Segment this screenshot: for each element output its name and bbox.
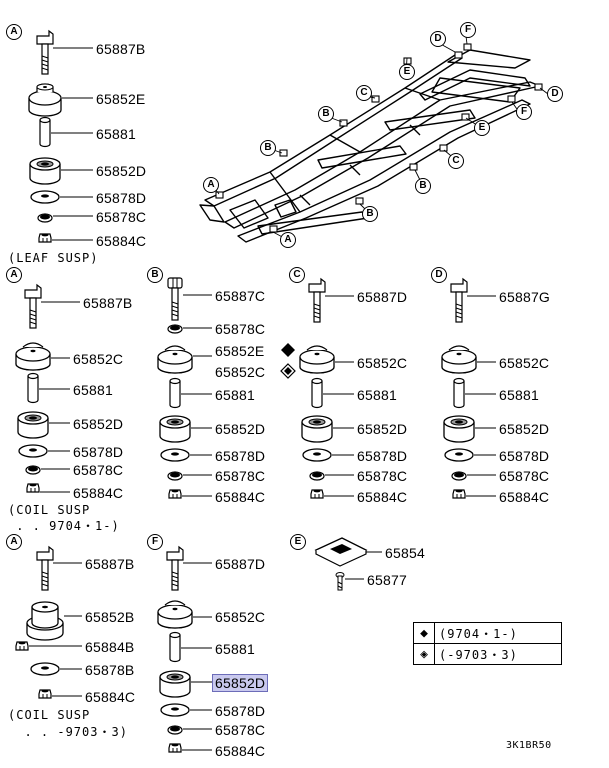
part-number[interactable]: 65887D [357,289,408,305]
frame-label-b3: B [415,178,431,194]
frame-label-d1: D [430,31,446,47]
group-letter-f: F [147,534,163,550]
part-number[interactable]: 65884C [215,489,266,505]
frame-label-c2: C [448,153,464,169]
caption-coil-susp-new-line2: . . 9704・1-) [8,519,120,533]
part-number[interactable]: 65852D [96,163,147,179]
legend-symbol-filled-diamond: ◆ [413,622,435,644]
legend-text: (-9703・3) [434,643,562,665]
part-number[interactable]: 65884C [357,489,408,505]
frame-label-a2: A [280,232,296,248]
part-number[interactable]: 65878D [73,444,124,460]
part-number[interactable]: 65852B [85,609,135,625]
group-letter-b: B [147,267,163,283]
part-number[interactable]: 65852D [357,421,408,437]
chassis-frame [199,49,541,243]
part-number[interactable]: 65878D [96,190,147,206]
legend-row: ◈ (-9703・3) [413,643,562,665]
part-number[interactable]: 65878C [215,722,266,738]
frame-label-b2: B [260,140,276,156]
part-number[interactable]: 65881 [215,387,255,403]
part-number[interactable]: 65852C [73,351,124,367]
part-number[interactable]: 65852E [96,91,146,107]
part-number[interactable]: 65887G [499,289,551,305]
part-number[interactable]: 65881 [96,126,136,142]
frame-label-d2: D [547,86,563,102]
part-number[interactable]: 65878B [85,662,135,678]
group-letter-a-coil-new: A [6,267,22,283]
screw-65877 [335,572,345,591]
part-number[interactable]: 65881 [499,387,539,403]
legend-table: ◆ (9704・1-) ◈ (-9703・3) [413,622,562,665]
part-number[interactable]: 65884C [499,489,550,505]
part-number[interactable]: 65878C [96,209,147,225]
group-letter-d: D [431,267,447,283]
part-number[interactable]: 65887D [215,556,266,572]
part-number[interactable]: 65887B [83,295,133,311]
part-number[interactable]: 65852E [215,343,265,359]
caption-coil-susp-new-line1: (COIL SUSP [8,503,91,517]
part-number[interactable]: 65878C [499,468,550,484]
part-number[interactable]: 65878D [215,703,266,719]
frame-label-b4: B [362,206,378,222]
legend-text: (9704・1-) [434,622,562,644]
part-number[interactable]: 65887B [85,556,135,572]
group-letter-c: C [289,267,305,283]
part-number[interactable]: 65852C [499,355,550,371]
part-number[interactable]: 65878C [73,462,124,478]
part-number[interactable]: 65881 [357,387,397,403]
part-number[interactable]: 65852D [73,416,124,432]
part-number[interactable]: 65881 [215,641,255,657]
part-number[interactable]: 65881 [73,382,113,398]
frame-label-b1: B [318,106,334,122]
part-number[interactable]: 65878C [215,468,266,484]
part-number[interactable]: 65852C [215,609,266,625]
part-number[interactable]: 65887B [96,41,146,57]
part-number[interactable]: 65877 [367,572,407,588]
frame-label-f1: F [460,22,476,38]
part-number[interactable]: 65878C [215,321,266,337]
caption-leaf-susp: (LEAF SUSP) [8,251,99,265]
frame-label-f2: F [516,104,532,120]
part-number[interactable]: 65852D [215,421,266,437]
part-number[interactable]: 65884C [73,485,124,501]
legend-row: ◆ (9704・1-) [413,622,562,644]
part-number-highlighted[interactable]: 65852D [212,674,269,692]
part-number[interactable]: 65884C [96,233,147,249]
diagram-code: 3K1BR50 [506,740,552,751]
part-number[interactable]: 65878C [357,468,408,484]
part-number[interactable]: 65884C [215,743,266,759]
group-letter-a-coil-old: A [6,534,22,550]
caption-coil-susp-old-line1: (COIL SUSP [8,708,91,722]
part-number[interactable]: 65887C [215,288,266,304]
frame-label-e1: E [399,64,415,80]
frame-label-a1: A [203,177,219,193]
frame-label-e2: E [474,120,490,136]
part-number[interactable]: 65852D [499,421,550,437]
part-number[interactable]: 65878D [357,448,408,464]
legend-symbol-outline-diamond: ◈ [413,643,435,665]
group-letter-e: E [290,534,306,550]
part-number[interactable]: 65852C [215,364,266,380]
part-number[interactable]: 65884B [85,639,135,655]
frame-label-c1: C [356,85,372,101]
part-number[interactable]: 65852C [357,355,408,371]
part-number[interactable]: 65878D [215,448,266,464]
plate-65854 [314,537,368,567]
part-number[interactable]: 65878D [499,448,550,464]
group-letter-a-leaf: A [6,24,22,40]
part-number[interactable]: 65854 [385,545,425,561]
caption-coil-susp-old-line2: . . -9703・3) [8,725,128,739]
part-number[interactable]: 65884C [85,689,136,705]
